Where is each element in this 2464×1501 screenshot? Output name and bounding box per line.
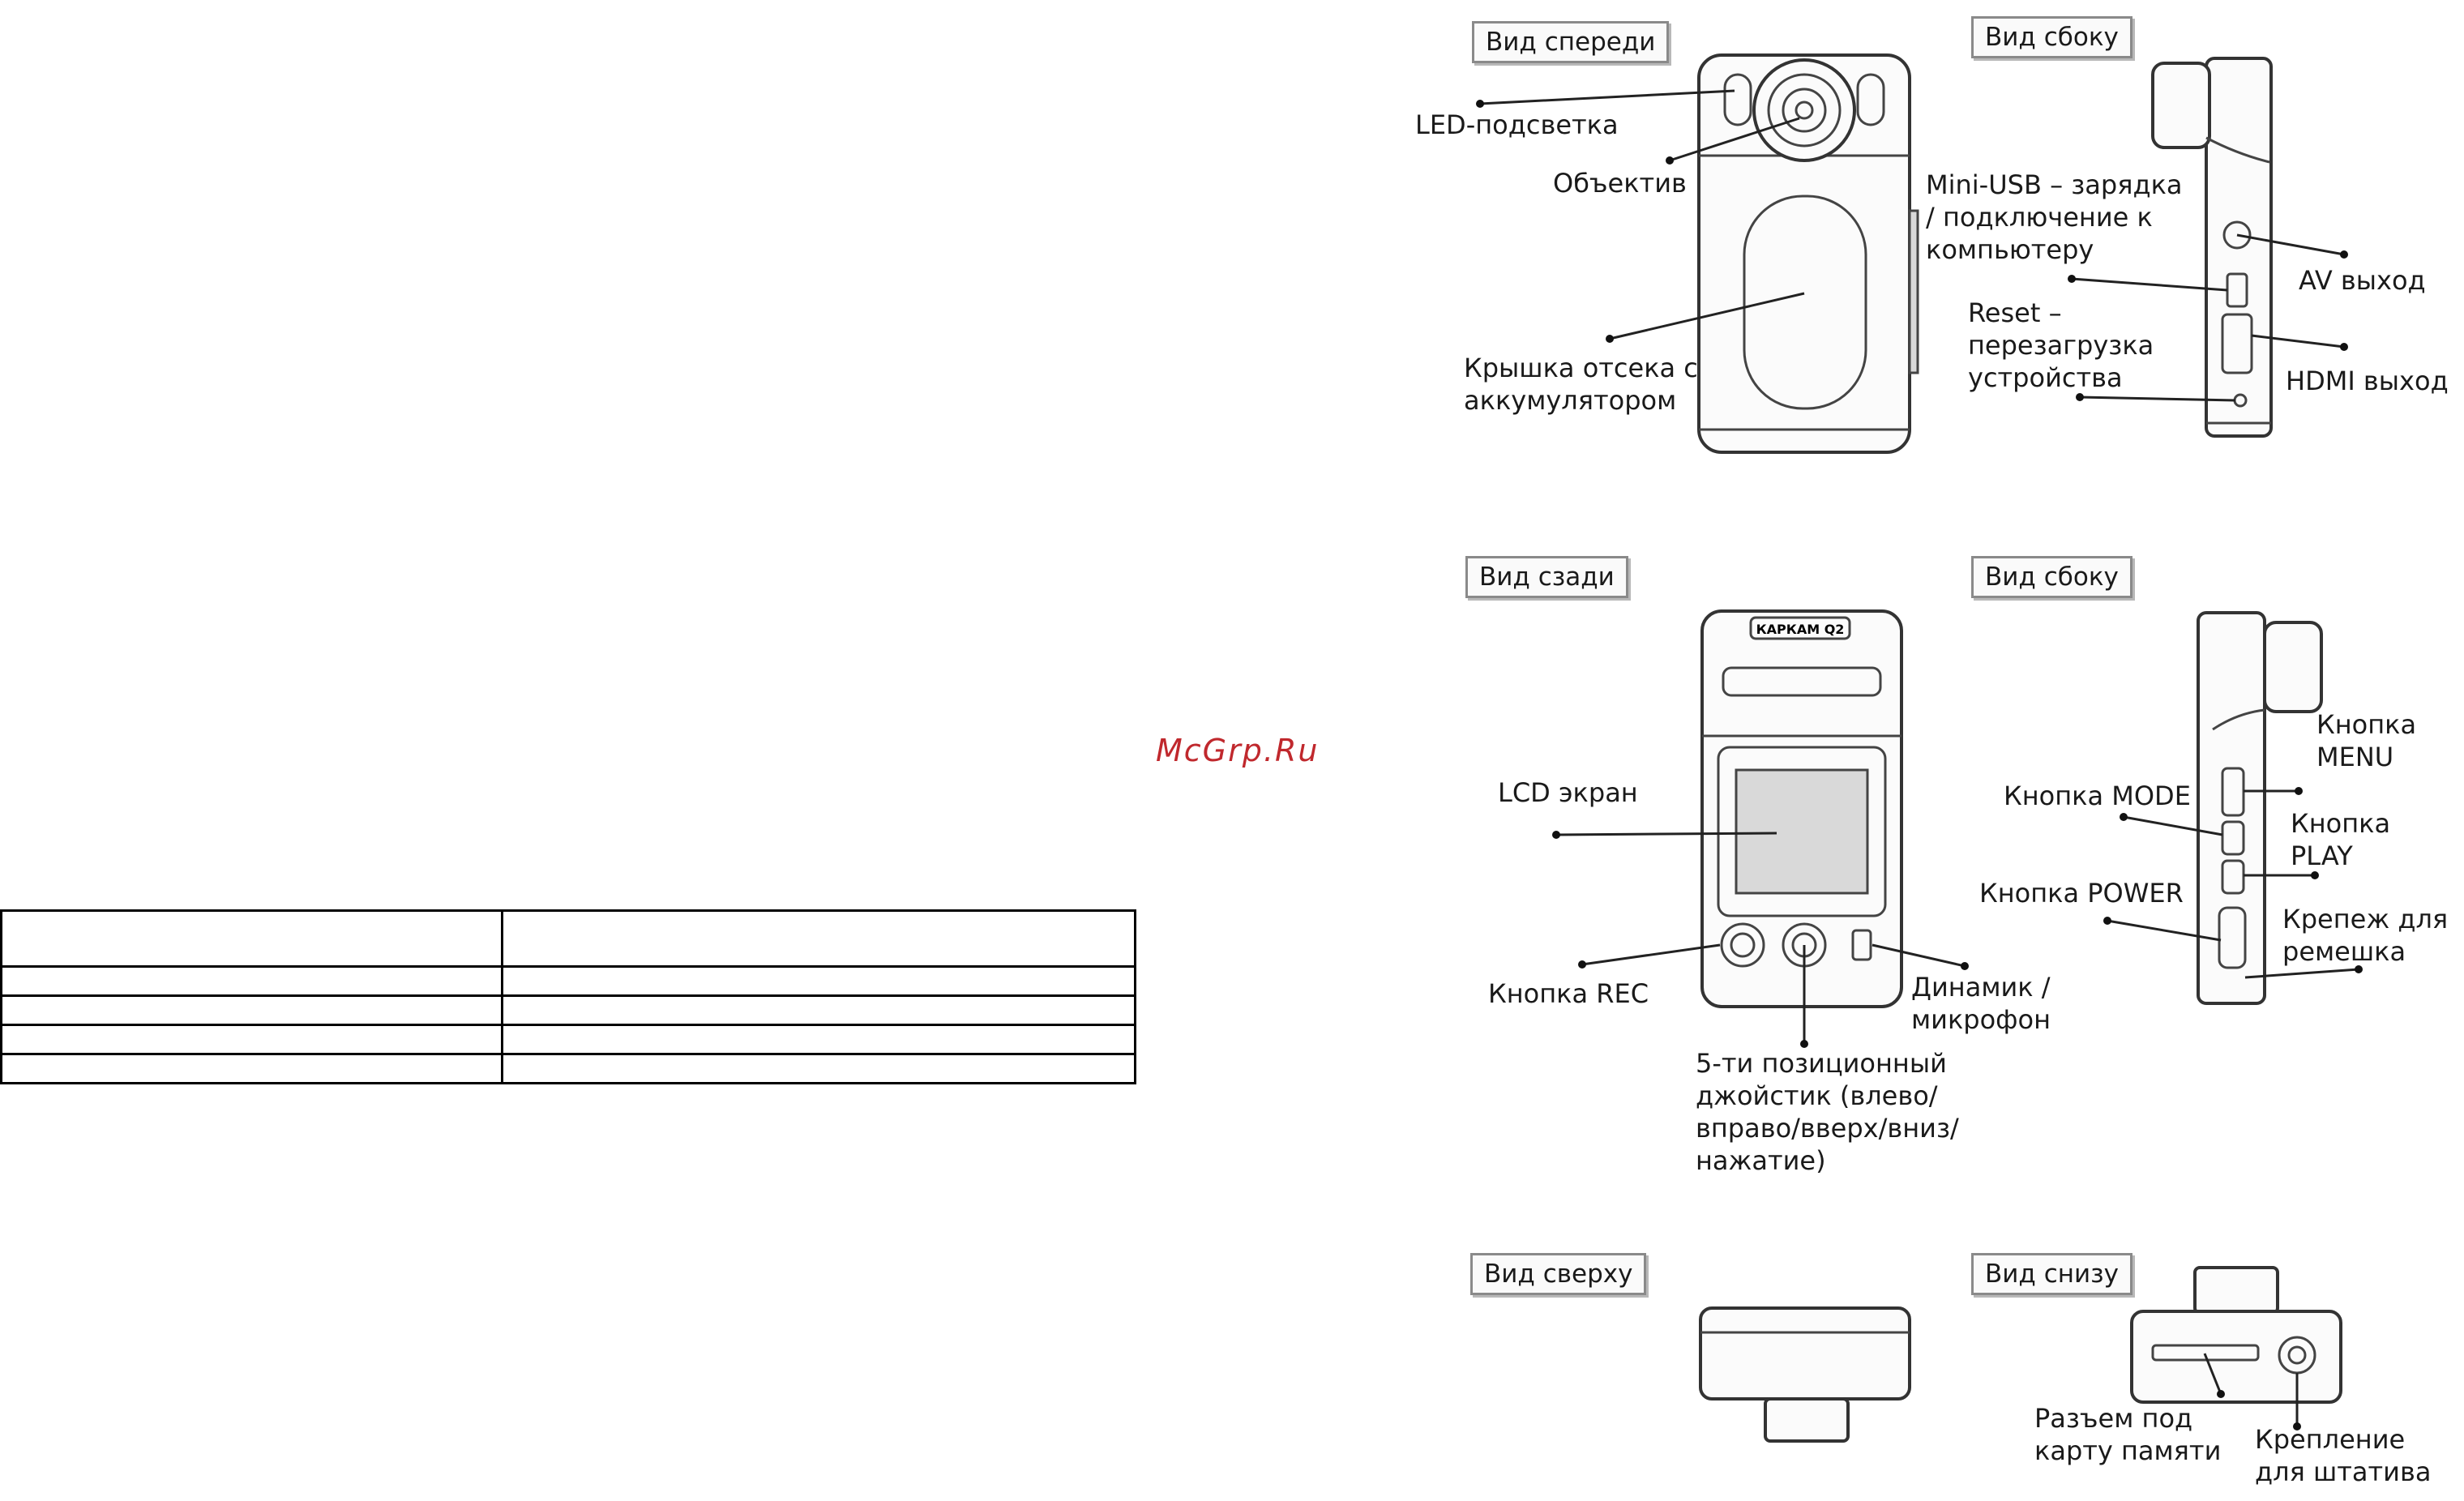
callout-tripod: Крепление для штатива [2255, 1424, 2432, 1487]
table-cell [501, 965, 1136, 997]
callout-speaker: Динамик / микрофон [1911, 972, 2051, 1035]
table-cell [501, 1024, 1136, 1055]
table-row [0, 1024, 1136, 1055]
table-row [0, 1053, 1136, 1084]
callout-card-slot: Разъем под карту памяти [2034, 1403, 2222, 1466]
view-label-side-top: Вид сбоку [1971, 16, 2132, 58]
table-row [0, 994, 1136, 1026]
callout-power: Кнопка POWER [1979, 878, 2184, 909]
table-cell [0, 1024, 503, 1055]
callout-menu: Кнопка MENU [2316, 709, 2417, 772]
bottom-view-drawing [2130, 1266, 2342, 1404]
view-label-top: Вид сверху [1470, 1253, 1647, 1295]
view-label-front: Вид спереди [1472, 21, 1670, 63]
callout-rec: Кнопка REC [1488, 978, 1649, 1009]
callout-av-out: AV выход [2299, 265, 2426, 296]
table-row [0, 965, 1136, 997]
callout-lens: Объектив [1553, 168, 1687, 199]
table-cell [0, 1053, 503, 1084]
view-label-bottom: Вид снизу [1971, 1253, 2132, 1295]
side-view-middle-drawing [2197, 611, 2323, 1005]
callout-led: LED-подсветка [1415, 109, 1619, 140]
table-cell [501, 994, 1136, 1026]
back-view-drawing [1700, 609, 1903, 1008]
table-cell [0, 909, 503, 968]
table-cell [501, 909, 1136, 968]
view-label-side-middle: Вид сбоку [1971, 556, 2132, 598]
callout-battery: Крышка отсека с аккумулятором [1464, 353, 1698, 416]
callout-mini-usb: Mini-USB – зарядка / подключение к компь… [1926, 169, 2183, 265]
front-view-drawing [1697, 53, 1919, 454]
table-cell [0, 994, 503, 1026]
callout-hdmi-out: HDMI выход [2286, 366, 2449, 396]
table-cell [0, 965, 503, 997]
top-view-drawing [1699, 1306, 1911, 1443]
callout-reset: Reset – перезагрузка устройства [1968, 297, 2154, 393]
callout-lcd: LCD экран [1498, 777, 1638, 808]
side-view-top-drawing [2151, 57, 2273, 438]
leader-lines [1476, 89, 2363, 1430]
device-logo: КАРКАМ Q2 [1756, 622, 1845, 637]
callout-joystick: 5-ти позиционный джойстик (влево/ вправо… [1696, 1048, 1959, 1176]
table-cell [501, 1053, 1136, 1084]
callout-strap: Крепеж для ремешка [2282, 904, 2449, 967]
watermark: McGrp.Ru [1156, 733, 1320, 768]
table-header-row [0, 909, 1136, 968]
callout-mode: Кнопка MODE [2004, 780, 2191, 811]
empty-table [0, 909, 1136, 1084]
callout-play: Кнопка PLAY [2291, 808, 2391, 871]
view-label-back: Вид сзади [1465, 556, 1628, 598]
